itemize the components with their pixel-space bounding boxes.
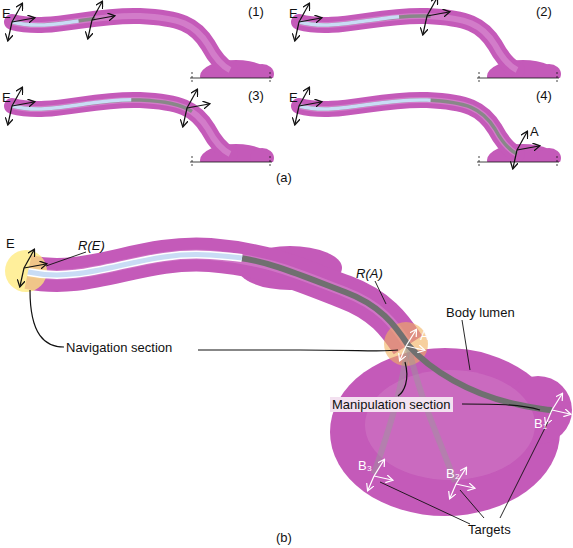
subfigure-caption: (a) xyxy=(276,170,292,185)
panel-number: (3) xyxy=(248,88,264,103)
frame-label: E xyxy=(2,6,11,21)
section-label: Navigation section xyxy=(66,340,172,355)
frame-label: E xyxy=(2,90,11,105)
target-label: B₂ xyxy=(446,466,460,481)
subfigure-caption: (b) xyxy=(276,530,292,545)
frame-label: E xyxy=(289,90,298,105)
part-label: Targets xyxy=(468,522,511,537)
section-label: Manipulation section xyxy=(330,397,453,412)
panel-number: (2) xyxy=(536,4,552,19)
frame-label: A xyxy=(420,328,429,343)
frame-label: E xyxy=(6,236,15,251)
target-label: B₁ xyxy=(534,416,547,431)
frame-label: E xyxy=(289,6,298,21)
panel-number: (1) xyxy=(248,4,264,19)
region-label: R(A) xyxy=(356,266,383,281)
part-label: Body lumen xyxy=(446,305,515,320)
target-label: B₃ xyxy=(358,458,372,473)
region-label: R(E) xyxy=(78,238,105,253)
frame-label: A xyxy=(530,124,539,139)
panel-number: (4) xyxy=(536,88,552,103)
